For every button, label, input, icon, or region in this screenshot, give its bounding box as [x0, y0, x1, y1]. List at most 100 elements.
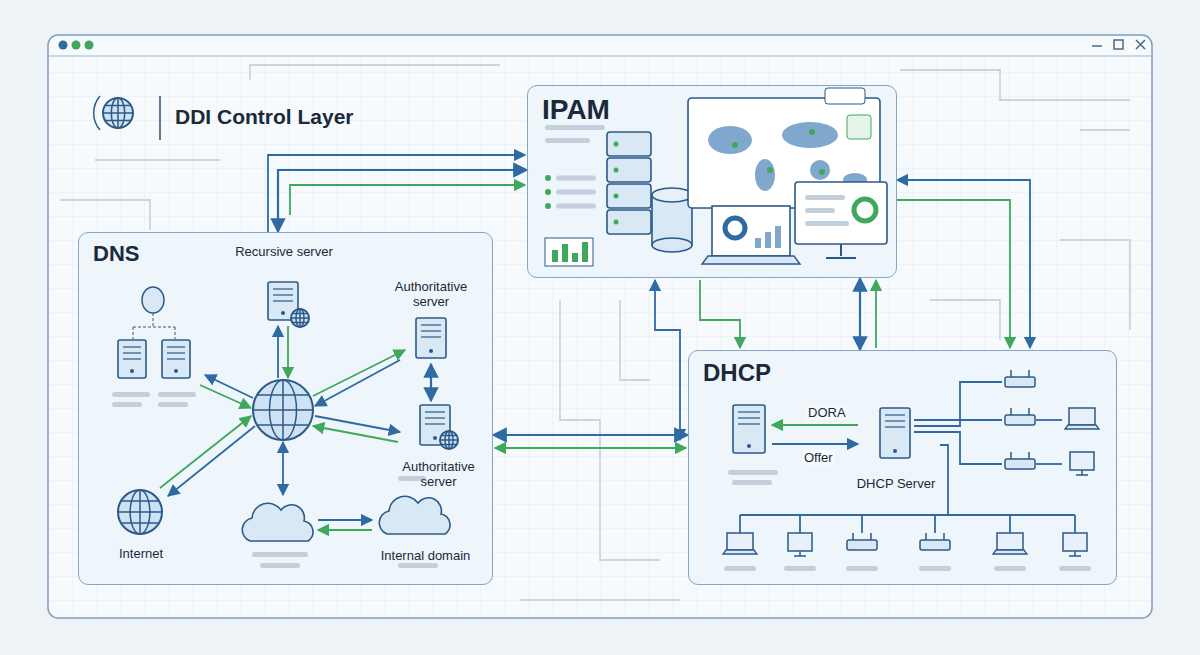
server-slot: [738, 417, 760, 418]
globe-parallel: [292, 313, 308, 315]
chart-bar: [755, 238, 761, 248]
device-line: [914, 382, 1002, 420]
laptop-base: [702, 256, 800, 264]
globe-parallel: [253, 409, 313, 411]
server-slot: [421, 330, 441, 331]
window-button: [1114, 40, 1123, 49]
chat-bubble: [825, 88, 865, 104]
placeholder-text: [112, 392, 150, 397]
device-line: [1009, 515, 1011, 533]
server-slot: [738, 423, 760, 424]
title-divider: [159, 96, 161, 140]
server-led: [747, 444, 751, 448]
dhcp-server-node: DHCP Server: [846, 401, 946, 491]
server-slot: [123, 352, 141, 353]
cloud-icon: [242, 503, 313, 541]
server-led: [893, 449, 897, 453]
globe-icon: [118, 490, 162, 534]
flow-line: [160, 416, 251, 488]
device-line: [740, 514, 1075, 516]
server-slot: [425, 423, 445, 424]
router-body: [920, 540, 950, 550]
router-icon: [1005, 370, 1035, 387]
flow-line: [772, 443, 858, 445]
laptop-icon: [993, 533, 1027, 554]
server-slot: [885, 426, 905, 427]
server-body: [733, 405, 765, 453]
node-label: Authoritative server: [381, 279, 481, 309]
laptop-icon: [723, 533, 757, 554]
router-body: [1005, 459, 1035, 469]
globe-parallel: [121, 500, 159, 502]
device-line: [1074, 515, 1076, 533]
placeholder-text: [545, 138, 590, 143]
laptop-screen: [997, 533, 1023, 550]
donut-chart: [725, 218, 745, 238]
globe-icon: [291, 309, 309, 327]
globe-parallel: [257, 424, 309, 426]
monitor-screen: [788, 533, 812, 551]
server-body: [416, 318, 446, 358]
server-icon: [880, 408, 910, 458]
orbit-ring: [94, 96, 100, 130]
server-body: [880, 408, 910, 458]
connector-arrow: [430, 364, 432, 401]
globe-parallel: [291, 317, 309, 319]
globe-icon: [103, 98, 133, 128]
globe-parallel: [440, 439, 458, 441]
globe-parallel: [292, 322, 308, 324]
flow-line: [315, 360, 400, 406]
flow-line: [700, 280, 740, 348]
server-led: [614, 142, 619, 147]
circuit-trace: [560, 300, 660, 560]
server-slot: [167, 346, 185, 347]
placeholder-text: [805, 221, 849, 226]
router-antenna: [853, 533, 871, 540]
placeholder-text: [556, 176, 596, 181]
server-led: [614, 194, 619, 199]
chart-bar: [572, 253, 578, 262]
laptop-icon: [1065, 408, 1099, 429]
globe-outline: [440, 431, 458, 449]
flow-line: [268, 155, 525, 232]
database-top: [652, 188, 692, 202]
connector-arrow: [278, 170, 527, 232]
device-line: [861, 515, 863, 533]
circuit-trace: [1080, 129, 1130, 131]
server-led: [281, 311, 285, 315]
server-slot: [425, 417, 445, 418]
placeholder-text: [805, 208, 835, 213]
circuit-trace: [620, 300, 650, 380]
flow-line: [897, 200, 1010, 348]
router-icon: [1005, 408, 1035, 425]
chart-bar: [765, 232, 771, 248]
server-slot: [167, 358, 185, 359]
chart-bar: [775, 226, 781, 248]
domain-node: Internal domain: [363, 493, 488, 563]
server-stack: [607, 132, 651, 156]
device-line: [1036, 419, 1062, 421]
globe-parallel: [121, 522, 159, 524]
placeholder-text: [805, 195, 845, 200]
circuit-trace: [60, 200, 150, 230]
monitor-screen: [1063, 533, 1087, 551]
router-body: [1005, 415, 1035, 425]
server-node: Recursive server: [234, 244, 334, 331]
flow-line: [495, 447, 686, 449]
laptop-base: [723, 550, 757, 554]
flow-line: [313, 350, 405, 396]
placeholder-text: [252, 552, 308, 557]
device-line: [799, 515, 801, 533]
globe-parallel: [105, 120, 131, 122]
router-antenna: [1011, 408, 1029, 415]
flow-label: Offer: [802, 450, 835, 465]
panel-ground: [527, 85, 897, 278]
server-led: [130, 369, 134, 373]
donut-chart: [854, 199, 876, 221]
device-line: [914, 420, 1002, 426]
server-led: [614, 220, 619, 225]
dns-panel: DNSRecursive serverAuthoritative serverA…: [78, 232, 493, 585]
router-antenna: [1011, 370, 1029, 377]
flow-line: [318, 519, 372, 521]
panel-ground: [688, 350, 1117, 585]
